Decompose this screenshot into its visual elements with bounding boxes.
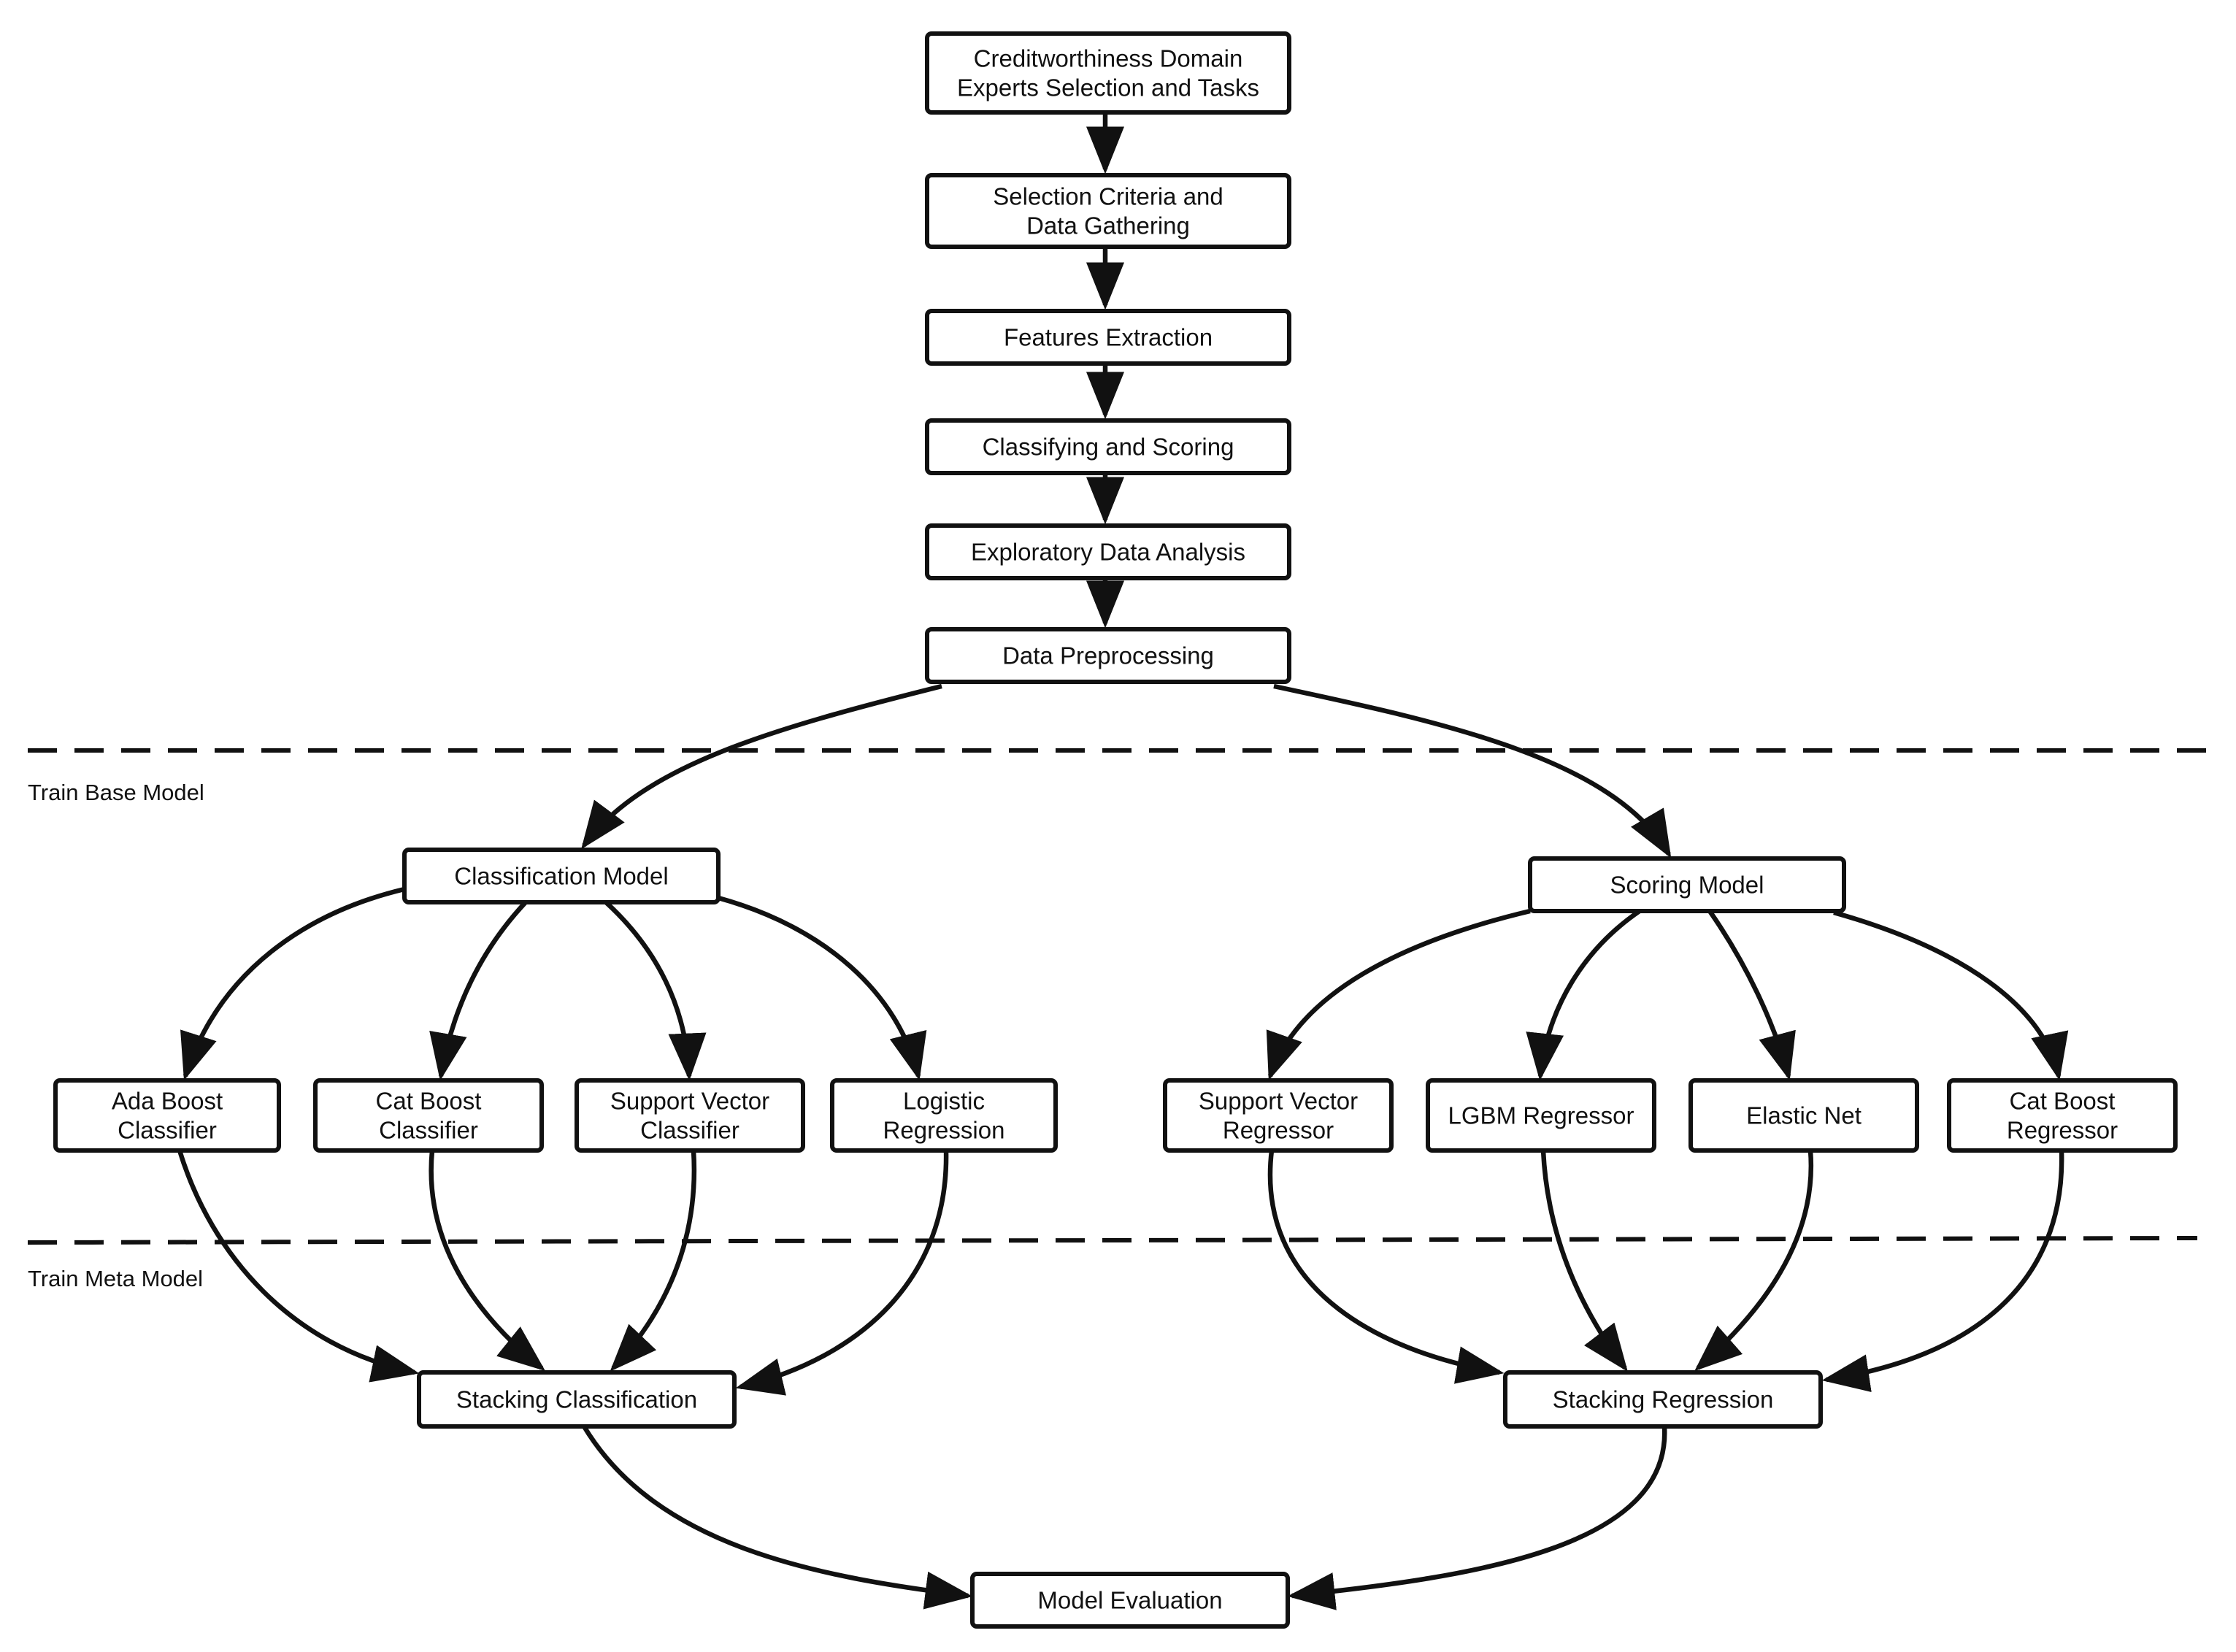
node-label: LGBM Regressor [1448, 1102, 1634, 1129]
node-label: Regression [883, 1117, 1005, 1144]
node-box [925, 173, 1291, 249]
node-model-evaluation: Model Evaluation [970, 1572, 1290, 1629]
node-label: Regressor [2007, 1117, 2118, 1144]
node-label: Data Preprocessing [1002, 642, 1214, 669]
section-label-train-meta: Train Meta Model [28, 1266, 203, 1291]
edge-scoring-model-to-cat-boost-regressor [1833, 910, 2069, 1081]
section-label-train-base: Train Base Model [28, 780, 204, 805]
edge-classification-model-to-cat-boost-classifier [429, 900, 528, 1081]
node-label: Classifier [118, 1117, 217, 1144]
node-label: Support Vector [610, 1088, 769, 1115]
node-box [1688, 1078, 1919, 1153]
node-box [925, 627, 1291, 684]
node-box [313, 1078, 544, 1153]
node-box [830, 1078, 1058, 1153]
node-eda: Exploratory Data Analysis [925, 523, 1291, 580]
node-lgbm: LGBM Regressor [1426, 1078, 1656, 1153]
node-label: Cat Boost [2010, 1088, 2116, 1115]
node-box [925, 309, 1291, 366]
node-box [402, 848, 721, 904]
node-scoring-model: Scoring Model [1528, 856, 1846, 913]
edge-classification-model-to-logistic [718, 895, 927, 1081]
node-label: Classifying and Scoring [983, 434, 1234, 461]
node-label: Ada Boost [112, 1088, 223, 1115]
edge-stacking-classification-to-model-evaluation [582, 1425, 973, 1610]
node-classifying: Classifying and Scoring [925, 418, 1291, 475]
node-box [1426, 1078, 1656, 1153]
node-label: Scoring Model [1610, 872, 1764, 899]
edge-logistic-to-stacking-classification [735, 1150, 949, 1396]
edge-lgbm-to-stacking-regression [1540, 1150, 1628, 1372]
node-box [925, 523, 1291, 580]
node-label: Logistic [903, 1088, 985, 1115]
node-box [417, 1370, 737, 1429]
node-label: Stacking Classification [456, 1386, 697, 1413]
node-label: Creditworthiness Domain [974, 45, 1243, 72]
node-label: Exploratory Data Analysis [971, 539, 1245, 566]
edge-cat-boost-classifier-to-stacking-classification [429, 1150, 546, 1372]
node-box [970, 1572, 1290, 1629]
section-dividers [27, 748, 2219, 1245]
node-label: Features Extraction [1004, 324, 1213, 351]
node-box [53, 1078, 281, 1153]
edge-cat-boost-regressor-to-stacking-regression [1821, 1150, 2064, 1392]
node-box [1947, 1078, 2178, 1153]
edge-classification-model-to-ada-boost [180, 886, 405, 1081]
node-stacking-regression: Stacking Regression [1503, 1370, 1823, 1429]
edge-preprocessing-to-scoring-model [1273, 683, 1672, 858]
node-label: Regressor [1223, 1117, 1334, 1144]
node-features: Features Extraction [925, 309, 1291, 366]
node-label: Experts Selection and Tasks [957, 74, 1259, 101]
node-label: Model Evaluation [1037, 1587, 1222, 1614]
node-box [1163, 1078, 1394, 1153]
edge-elastic-net-to-stacking-regression [1694, 1150, 1814, 1372]
node-label: Cat Boost [376, 1088, 482, 1115]
edges [177, 112, 2069, 1610]
node-label: Elastic Net [1746, 1102, 1862, 1129]
node-classification-model: Classification Model [402, 848, 721, 904]
divider-train-meta [27, 1236, 2198, 1245]
edge-scoring-model-to-svr [1266, 908, 1531, 1081]
node-box [1528, 856, 1846, 913]
node-elastic-net: Elastic Net [1688, 1078, 1919, 1153]
edge-preprocessing-to-classification-model [581, 683, 942, 850]
node-stacking-classification: Stacking Classification [417, 1370, 737, 1429]
node-label: Support Vector [1199, 1088, 1358, 1115]
node-preprocessing: Data Preprocessing [925, 627, 1291, 684]
edge-ada-boost-to-stacking-classification [177, 1150, 420, 1383]
node-label: Classifier [640, 1117, 739, 1144]
edge-scoring-model-to-lgbm [1526, 909, 1641, 1081]
edge-svr-to-stacking-regression [1267, 1150, 1505, 1384]
node-label: Data Gathering [1026, 212, 1190, 239]
node-label: Classifier [379, 1117, 478, 1144]
node-label: Classification Model [454, 863, 668, 890]
node-label: Stacking Regression [1553, 1386, 1774, 1413]
node-label: Selection Criteria and [993, 183, 1223, 210]
node-box [925, 31, 1291, 115]
edge-svc-to-stacking-classification [610, 1150, 697, 1372]
edge-stacking-regression-to-model-evaluation [1287, 1426, 1667, 1610]
node-box [925, 418, 1291, 475]
node-box [1503, 1370, 1823, 1429]
node-box [575, 1078, 805, 1153]
edge-scoring-model-to-elastic-net [1707, 910, 1796, 1081]
edge-classification-model-to-svc [604, 900, 707, 1081]
